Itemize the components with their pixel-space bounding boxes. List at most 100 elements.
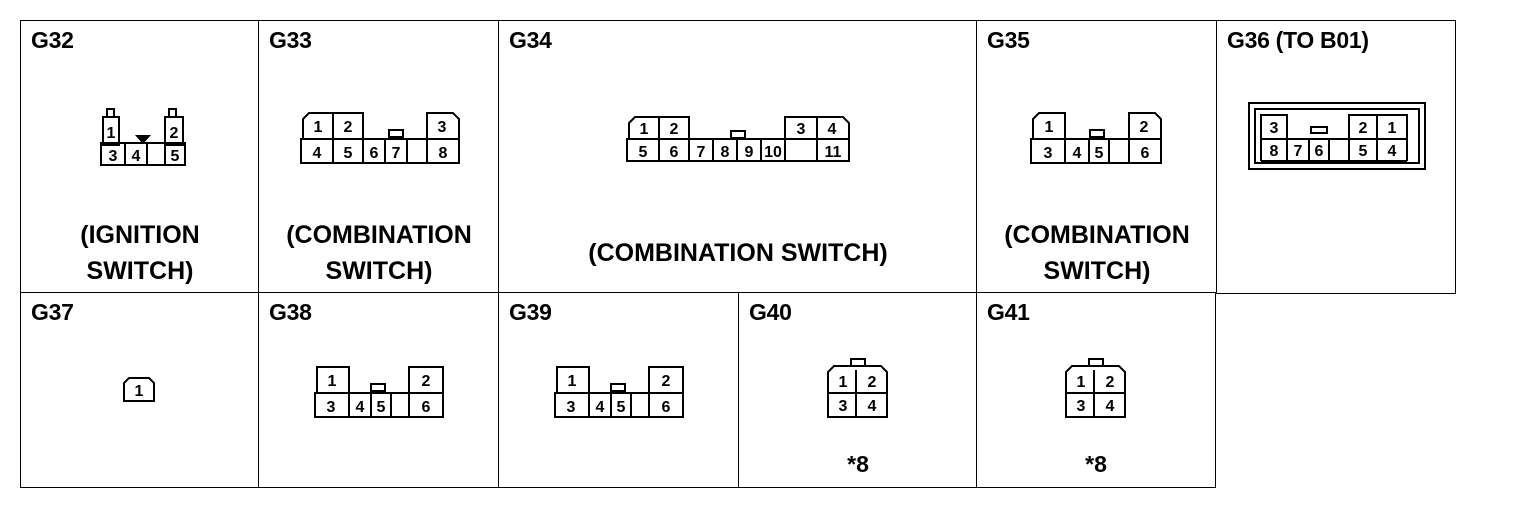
connector-diagram-g37: 1 <box>123 377 155 402</box>
pin-label: 6 <box>662 399 671 416</box>
pin-label: 1 <box>1388 120 1397 137</box>
pin-label: 8 <box>1270 143 1279 160</box>
pin-label: 7 <box>697 144 706 161</box>
connector-code: G40 <box>749 299 792 325</box>
pin-label: 1 <box>328 373 337 390</box>
connector-caption: (COMBINATION SWITCH) <box>259 217 499 289</box>
pin-label: 6 <box>1141 145 1150 162</box>
connector-cell-g35: G35 1 2 3 4 5 6 (COMBINATION SWITCH) <box>976 20 1218 294</box>
caption-line: (COMBINATION SWITCH) <box>588 239 888 267</box>
connector-cell-g32: G32 1 2 3 4 5 (IGNITION SWITCH) <box>20 20 260 294</box>
pin-label: 4 <box>868 398 877 415</box>
connector-code: G36 (TO B01) <box>1227 27 1369 53</box>
pin-label: 7 <box>1294 143 1303 160</box>
pin-label: 9 <box>745 144 754 161</box>
pin-label: 5 <box>377 399 386 416</box>
caption-line: (IGNITION <box>80 221 200 249</box>
pin-label: 3 <box>438 119 447 136</box>
connector-caption: (COMBINATION SWITCH) <box>499 235 977 271</box>
connector-cell-g36: G36 (TO B01) 3 2 1 8 7 6 5 4 <box>1216 20 1456 294</box>
caption-line: SWITCH) <box>325 257 433 285</box>
pin-label: 2 <box>662 373 671 390</box>
pin-label: 7 <box>392 145 401 162</box>
caption-line: (COMBINATION <box>1004 221 1190 249</box>
pin-label: 3 <box>567 399 576 416</box>
pin-label: 1 <box>1077 374 1086 391</box>
connector-code: G32 <box>31 27 74 53</box>
connector-caption: (IGNITION SWITCH) <box>21 217 259 289</box>
pin-label: 4 <box>1106 398 1115 415</box>
connector-code: G34 <box>509 27 552 53</box>
connector-diagram-g32: 1 2 3 4 5 <box>100 108 186 166</box>
connector-caption: (COMBINATION SWITCH) <box>977 217 1217 289</box>
caption-line: SWITCH) <box>1043 257 1151 285</box>
pin-label: 5 <box>1359 143 1368 160</box>
pin-label: 3 <box>839 398 848 415</box>
pin-label: 2 <box>170 125 179 142</box>
connector-cell-g41: G41 1 2 3 4 *8 <box>976 292 1216 488</box>
connector-code: G37 <box>31 299 74 325</box>
pin-label: 1 <box>839 374 848 391</box>
pin-label: 6 <box>670 144 679 161</box>
caption-line: SWITCH) <box>86 257 194 285</box>
pin-label: 3 <box>1270 120 1279 137</box>
connector-diagram-g41: 1 2 3 4 <box>1065 358 1126 418</box>
pin-label: 6 <box>1315 143 1324 160</box>
pin-label: 3 <box>109 148 118 165</box>
connector-diagram-g36: 3 2 1 8 7 6 5 4 <box>1248 102 1426 170</box>
pin-label: 2 <box>1140 119 1149 136</box>
pin-label: 1 <box>568 373 577 390</box>
pin-label: 6 <box>422 399 431 416</box>
pin-label: 4 <box>1073 145 1082 162</box>
pin-label: 2 <box>1359 120 1368 137</box>
pin-label: 2 <box>1106 374 1115 391</box>
pin-label: 5 <box>617 399 626 416</box>
pin-label: 8 <box>439 145 448 162</box>
pin-label: 5 <box>344 145 353 162</box>
pin-label: 5 <box>171 148 180 165</box>
pin-label: 3 <box>1044 145 1053 162</box>
pin-label: 4 <box>828 121 837 138</box>
connector-diagram-g40: 1 2 3 4 <box>827 358 888 418</box>
pin-label: 5 <box>1095 145 1104 162</box>
pin-label: 11 <box>825 144 842 161</box>
pin-label: 6 <box>370 145 379 162</box>
connector-diagram-g33: 1 2 3 4 5 6 7 8 <box>300 112 460 164</box>
pin-label: 5 <box>639 144 648 161</box>
connector-cell-g37: G37 1 <box>20 292 260 488</box>
pin-label: 2 <box>344 119 353 136</box>
pin-label: 3 <box>797 121 806 138</box>
pin-label: 3 <box>327 399 336 416</box>
pin-label: 4 <box>356 399 365 416</box>
pin-label: 1 <box>107 125 116 142</box>
pin-label: 2 <box>422 373 431 390</box>
connector-code: G33 <box>269 27 312 53</box>
pin-label: 8 <box>721 144 730 161</box>
connector-diagram-g35: 1 2 3 4 5 6 <box>1030 112 1162 164</box>
connector-cell-g34: G34 1 2 3 4 5 6 7 8 9 10 11 (COMBINATION… <box>498 20 978 294</box>
pin-label: 3 <box>1077 398 1086 415</box>
pin-label: 1 <box>135 383 144 400</box>
connector-cell-g39: G39 1 2 3 4 5 6 <box>498 292 740 488</box>
pin-label: 2 <box>670 121 679 138</box>
connector-code: G35 <box>987 27 1030 53</box>
pin-label: 4 <box>596 399 605 416</box>
key-triangle <box>135 135 151 144</box>
pin-label: 1 <box>640 121 649 138</box>
connector-note: *8 <box>847 451 869 477</box>
connector-diagram-g39: 1 2 3 4 5 6 <box>554 366 684 418</box>
pin-label: 4 <box>313 145 322 162</box>
connector-diagram-g34: 1 2 3 4 5 6 7 8 9 10 11 <box>626 116 850 162</box>
connector-diagram-g38: 1 2 3 4 5 6 <box>314 366 444 418</box>
pin-label: 4 <box>1388 143 1397 160</box>
connector-code: G38 <box>269 299 312 325</box>
connector-code: G39 <box>509 299 552 325</box>
connector-note: *8 <box>1085 451 1107 477</box>
pin-label: 10 <box>764 144 782 161</box>
pin-label: 4 <box>132 148 141 165</box>
caption-line: (COMBINATION <box>286 221 472 249</box>
pin-label: 1 <box>1045 119 1054 136</box>
pin-label: 2 <box>868 374 877 391</box>
connector-cell-g33: G33 1 2 3 4 5 6 7 8 (COMBINATION SWITCH) <box>258 20 500 294</box>
connector-code: G41 <box>987 299 1030 325</box>
